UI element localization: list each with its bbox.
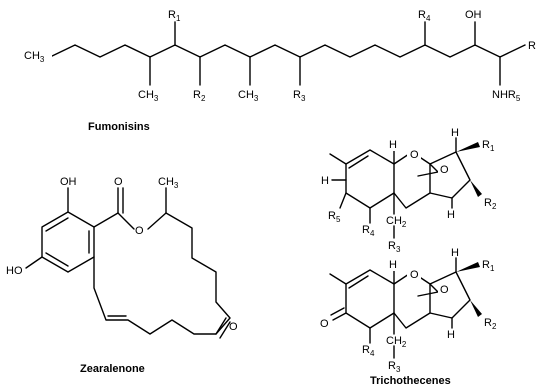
tt-ch2: CH2	[386, 215, 407, 229]
fum-ch3-b: CH3	[238, 89, 259, 103]
tt-double-bond	[348, 155, 369, 169]
zea-bond-o-ch	[147, 212, 167, 230]
fum-r1: R1	[168, 9, 181, 23]
tt-r4: R4	[362, 224, 375, 238]
zea-bond-ester-o	[117, 212, 135, 230]
tt-o-ring: O	[410, 149, 419, 161]
fum-r: R	[528, 40, 536, 52]
zea-carbonyl-o: O	[114, 176, 123, 188]
trichothecenes-caption: Trichothecenes	[370, 375, 451, 387]
zea-bond-ester-c	[93, 212, 119, 228]
tb-ketone-1	[332, 312, 347, 321]
tb-r4: R4	[362, 344, 375, 358]
tb-r2: R2	[484, 317, 497, 331]
zearalenone-caption: Zearalenone	[80, 363, 145, 375]
fum-r2: R2	[193, 89, 206, 103]
fumonisins-structure: CH3 CH3 R1 R2 CH3 R3 R4 OH R NHR5 Fumoni…	[22, 9, 540, 133]
tt-methyl	[329, 153, 347, 165]
tt-h-2: H	[451, 127, 459, 139]
tb-o-epoxide: O	[440, 284, 449, 296]
zea-oh: OH	[60, 176, 77, 188]
tt-epoxide	[417, 163, 439, 177]
tt-r1: R1	[482, 139, 495, 153]
zea-ring-double-1	[45, 217, 69, 232]
fum-r4: R4	[418, 9, 431, 23]
zea-aromatic-ring	[41, 211, 95, 273]
tt-wedge-r2	[470, 180, 482, 197]
zea-ester-o: O	[135, 225, 144, 237]
tt-wedge-r1	[456, 142, 480, 152]
tb-h-3: H	[447, 329, 455, 341]
tb-methyl	[329, 273, 347, 285]
fum-oh: OH	[465, 9, 482, 21]
tb-ch2: CH2	[386, 335, 407, 349]
tb-r1: R1	[482, 259, 495, 273]
tt-r2: R2	[484, 197, 497, 211]
fum-nhr5: NHR5	[492, 89, 521, 103]
tb-h-2: H	[451, 247, 459, 259]
tt-r5-bond	[339, 192, 347, 209]
tt-h-3: H	[321, 175, 329, 187]
fum-r3: R3	[293, 89, 306, 103]
tt-h-1: H	[389, 139, 397, 151]
zea-bond-ho	[25, 256, 43, 269]
tb-ketone-2	[330, 307, 345, 316]
fum-ch3-terminal: CH3	[24, 50, 45, 64]
zea-ring-double-3	[45, 252, 69, 267]
tb-cyclohexenone	[345, 269, 395, 329]
tt-cyclohexene	[345, 149, 395, 209]
zea-ch3: CH3	[158, 176, 179, 190]
tt-h-4: H	[447, 209, 455, 221]
tb-wedge-r2	[470, 300, 482, 317]
fumonisins-caption: Fumonisins	[88, 121, 150, 133]
tt-o-epoxide: O	[440, 164, 449, 176]
zea-ho: HO	[6, 265, 23, 277]
tt-r3: R3	[388, 240, 401, 254]
zea-ketone-2	[219, 321, 231, 339]
zea-macrocycle-chain	[93, 212, 231, 335]
fumonisins-backbone	[49, 44, 526, 58]
tb-o-ring: O	[410, 269, 419, 281]
tb-epoxide	[417, 283, 439, 297]
tb-r3: R3	[388, 360, 401, 374]
trichothecene-top-structure: H O H R1 O H R5 R4 CH2 R3 H R2	[321, 127, 497, 254]
tt-r5: R5	[328, 210, 341, 224]
zearalenone-structure: OH O CH3 O HO O Zearalenone	[6, 176, 238, 375]
fum-ch3-a: CH3	[138, 89, 159, 103]
zea-ketone-1	[215, 317, 227, 335]
tb-wedge-r1	[456, 262, 480, 272]
zea-ketone-o: O	[229, 321, 238, 333]
trichothecene-bottom-structure: H O H R1 O O R4 CH2 R3 H R2	[320, 247, 497, 374]
tb-h-1: H	[389, 259, 397, 271]
tb-ketone-o: O	[320, 318, 329, 330]
tb-double-bond	[348, 275, 369, 289]
